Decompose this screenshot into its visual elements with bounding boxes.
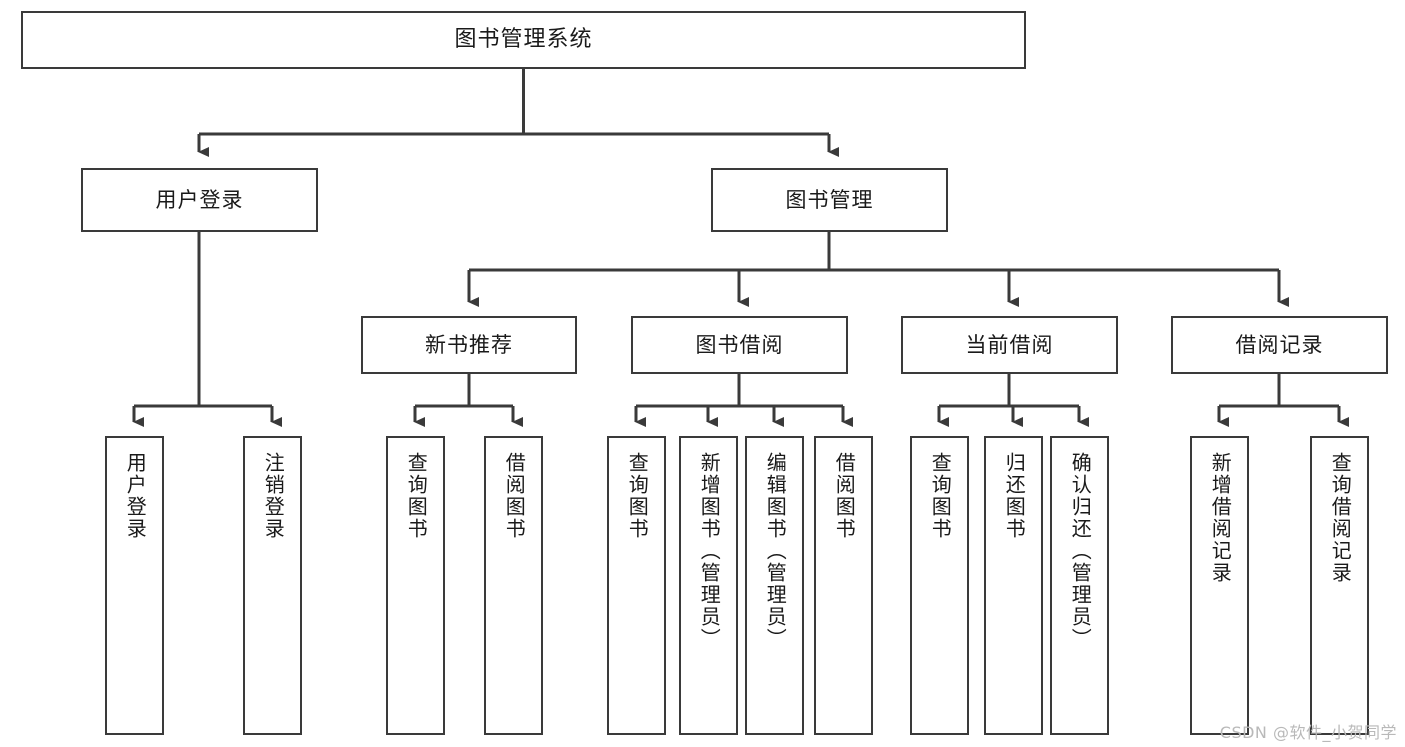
node-new-book-recommend[interactable]: 新书推荐 — [361, 316, 577, 374]
leaf-confirm-return-admin[interactable]: 确认归还（管理员） — [1050, 436, 1109, 735]
leaf-query-book-new[interactable]: 查询图书 — [386, 436, 445, 735]
leaf-user-logout[interactable]: 注销登录 — [243, 436, 302, 735]
node-current-borrow[interactable]: 当前借阅 — [901, 316, 1118, 374]
node-borrow-record[interactable]: 借阅记录 — [1171, 316, 1388, 374]
node-root-label: 图书管理系统 — [454, 27, 593, 53]
leaf-user-login-label: 用户登录 — [123, 452, 148, 540]
node-book-borrow[interactable]: 图书借阅 — [631, 316, 848, 374]
leaf-add-borrow-record-label: 新增借阅记录 — [1208, 452, 1233, 584]
watermark-text: CSDN @软件_小贺同学 — [1219, 723, 1397, 742]
leaf-query-book-label: 查询图书 — [625, 452, 650, 540]
node-book-borrow-label: 图书借阅 — [695, 332, 784, 357]
node-new-book-recommend-label: 新书推荐 — [425, 332, 513, 357]
leaf-user-logout-label: 注销登录 — [261, 452, 286, 540]
node-book-management[interactable]: 图书管理 — [711, 168, 948, 232]
node-user-login[interactable]: 用户登录 — [81, 168, 318, 232]
leaf-edit-book-admin-label: 编辑图书（管理员） — [763, 452, 788, 650]
node-current-borrow-label: 当前借阅 — [965, 332, 1054, 357]
node-user-login-label: 用户登录 — [155, 187, 244, 212]
leaf-query-book-new-label: 查询图书 — [404, 452, 429, 540]
leaf-query-book-current[interactable]: 查询图书 — [910, 436, 969, 735]
node-book-management-label: 图书管理 — [785, 187, 874, 212]
node-borrow-record-label: 借阅记录 — [1235, 332, 1324, 357]
leaf-borrow-book-label: 借阅图书 — [832, 452, 857, 540]
leaf-user-login[interactable]: 用户登录 — [105, 436, 164, 735]
leaf-add-book-admin[interactable]: 新增图书（管理员） — [679, 436, 738, 735]
node-root[interactable]: 图书管理系统 — [21, 11, 1026, 69]
leaf-borrow-book-new[interactable]: 借阅图书 — [484, 436, 543, 735]
leaf-add-borrow-record[interactable]: 新增借阅记录 — [1190, 436, 1249, 735]
leaf-query-borrow-record[interactable]: 查询借阅记录 — [1310, 436, 1369, 735]
leaf-return-book-label: 归还图书 — [1002, 452, 1027, 540]
leaf-borrow-book-new-label: 借阅图书 — [502, 452, 527, 540]
leaf-confirm-return-admin-label: 确认归还（管理员） — [1068, 452, 1093, 650]
leaf-borrow-book[interactable]: 借阅图书 — [814, 436, 873, 735]
leaf-query-borrow-record-label: 查询借阅记录 — [1328, 452, 1353, 584]
leaf-edit-book-admin[interactable]: 编辑图书（管理员） — [745, 436, 804, 735]
leaf-return-book[interactable]: 归还图书 — [984, 436, 1043, 735]
leaf-query-book[interactable]: 查询图书 — [607, 436, 666, 735]
leaf-query-book-current-label: 查询图书 — [928, 452, 953, 540]
leaf-add-book-admin-label: 新增图书（管理员） — [697, 452, 722, 650]
